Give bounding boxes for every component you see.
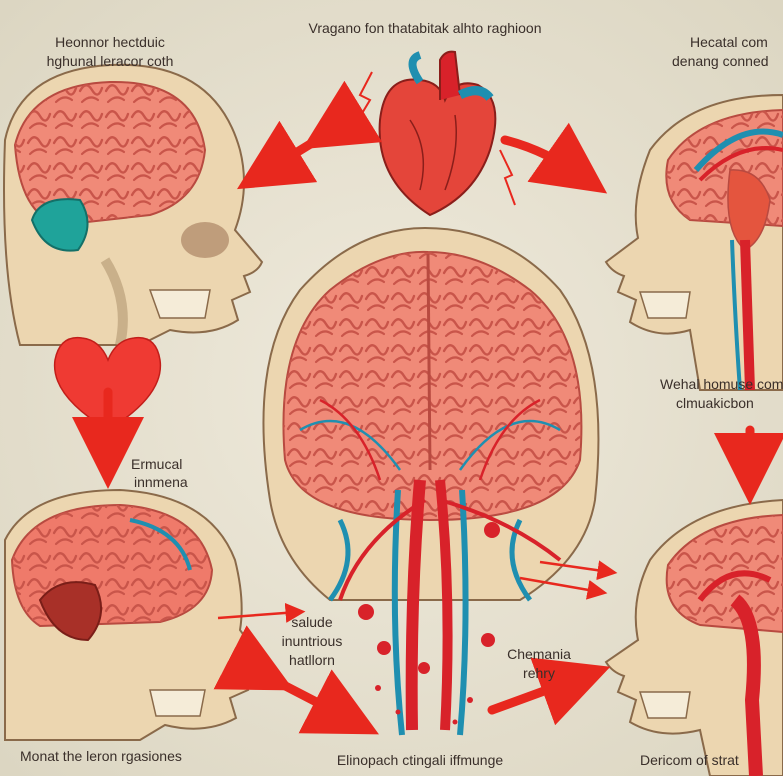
arrow-icon [213, 625, 379, 735]
label-mid-right-1: Wehal homuse com [660, 376, 783, 392]
skull-bottom-right [604, 498, 783, 776]
arrow-icon [519, 576, 608, 600]
arrows [72, 80, 783, 735]
arrow-icon [237, 80, 383, 190]
label-center-right-1: Chemania [507, 646, 571, 662]
vessel-stem [338, 479, 562, 736]
label-mid-left-1: Ermucal [131, 456, 183, 472]
arrow-icon [487, 657, 611, 726]
label-mid-left-2: innmena [134, 474, 188, 490]
label-center-1: salude [291, 614, 333, 630]
label-top-left-2: hghunal leracor coth [46, 53, 174, 69]
label-bottom-right: Dericom of strat [640, 752, 739, 768]
heart-icon [354, 50, 516, 217]
label-center-right-2: rehry [523, 665, 555, 681]
arrow-icon [539, 560, 618, 581]
center-head [262, 226, 600, 602]
label-mid-right-2: clmuakicbon [676, 395, 754, 411]
label-top-right-2: denang conned [672, 53, 769, 69]
skull-bottom-left [4, 488, 264, 741]
label-center-2: inuntrious [281, 633, 343, 649]
skull-top-left [3, 63, 264, 347]
arrow-icon [217, 602, 306, 623]
heart-icon [53, 336, 162, 431]
skull-top-right [604, 93, 783, 391]
thin-arrows [217, 560, 618, 623]
label-top-right-1: Hecatal com [690, 34, 768, 50]
label-bottom-center: Elinopach ctingali iffmunge [336, 752, 504, 768]
label-top-center: Vragano fon thatabitak alhto raghioon [308, 20, 542, 36]
label-bottom-left: Monat the leron rgasiones [20, 748, 182, 764]
arrow-icon [500, 122, 608, 194]
label-top-left-1: Heonnor hectduic [55, 34, 165, 50]
label-center-3: hatllorn [289, 652, 335, 668]
